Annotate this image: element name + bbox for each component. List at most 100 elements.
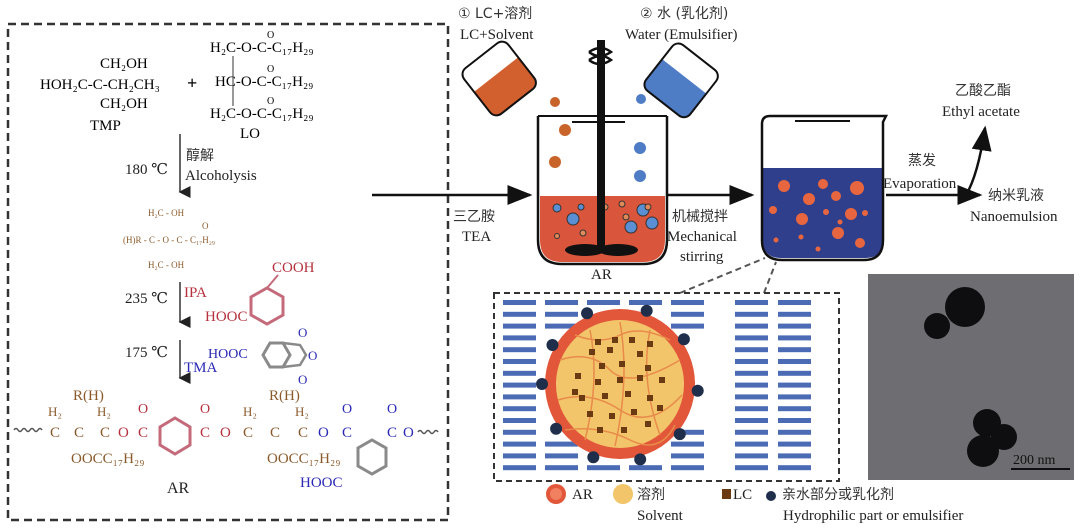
lc-bar — [671, 465, 704, 471]
lc-bar — [503, 347, 536, 353]
lc-bar — [671, 300, 704, 305]
emulsifier-dot — [677, 333, 690, 346]
ar-o-3: O — [318, 425, 329, 441]
ar-c-2: C — [74, 425, 84, 441]
ar-c-8: C — [298, 425, 308, 441]
lc-bar — [629, 300, 662, 305]
tea-label-en: TEA — [462, 229, 491, 245]
reaction-beaker — [536, 40, 669, 266]
lc-square — [631, 409, 637, 415]
legend-emulsifier-icon — [766, 491, 776, 501]
ethyl-label-cn: 乙酸乙酯 — [955, 83, 1011, 99]
ipa-left: HOOC — [205, 309, 248, 325]
lc-square — [609, 413, 615, 419]
ar-c-7: C — [270, 425, 280, 441]
step1-label-en: Alcoholysis — [185, 168, 257, 184]
tmp-top: CH₂OH — [100, 56, 148, 72]
lc-square — [595, 379, 601, 385]
lc-bar — [778, 394, 811, 400]
lc-square — [621, 427, 627, 433]
lc-bar — [735, 453, 768, 459]
step3-temp: 175 ℃ — [125, 345, 168, 361]
monoglyceride-structure: H₂C - OH O (H)R - C - O - C - C₁₇H₂₉ H₂C… — [123, 208, 215, 270]
lc-bar — [503, 453, 536, 459]
lc-square — [572, 389, 578, 395]
ar-ester-2: OOCC₁₇H₂₉ — [267, 451, 340, 467]
step2-header-cn: ② 水 (乳化剂) — [640, 6, 728, 22]
evap-label-en: Evaporation — [883, 176, 957, 192]
mg-top: H₂C - OH — [148, 208, 185, 218]
mg-carbonyl: O — [202, 221, 209, 231]
lc-square — [659, 377, 665, 383]
lc-bar — [735, 394, 768, 400]
lc-bar — [503, 382, 536, 388]
lc-bar — [735, 347, 768, 353]
ar-c-10: C — [387, 425, 397, 441]
lc-bar — [503, 418, 536, 423]
lc-bar — [778, 441, 811, 447]
lc-bar — [735, 300, 768, 305]
lc-square — [612, 337, 618, 343]
stir-label-en2: stirring — [680, 249, 724, 265]
nano-label-en: Nanoemulsion — [970, 209, 1058, 225]
lc-bar — [735, 429, 768, 435]
lc-square — [657, 405, 663, 411]
step1-temp: 180 ℃ — [125, 162, 168, 178]
lo-carbonyl-1: O — [267, 30, 274, 41]
lc-square — [637, 351, 643, 357]
lc-bar — [545, 465, 578, 471]
step3-label: TMA — [184, 360, 218, 376]
lo-carbonyl-3: O — [267, 96, 274, 107]
lc-bar — [503, 441, 536, 447]
lc-bar — [545, 311, 578, 317]
lc-bar — [735, 359, 768, 364]
legend: AR 溶剂 Solvent LC 亲水部分或乳化剂 Hydrophilic pa… — [546, 484, 963, 524]
plus-sign: + — [187, 73, 197, 93]
lc-bar — [778, 323, 811, 329]
legend-hydro-cn: 亲水部分或乳化剂 — [782, 487, 894, 503]
lc-bar — [503, 300, 536, 305]
lo-name: LO — [240, 126, 260, 142]
lc-bar — [671, 323, 704, 329]
ar-h2-4: H₂ — [295, 404, 309, 419]
ar-hooc: HOOC — [300, 475, 343, 491]
emulsifier-dot — [587, 451, 600, 464]
lc-bar — [735, 382, 768, 388]
lc-bar — [735, 370, 768, 376]
lc-bar — [503, 311, 536, 317]
evap-label-cn: 蒸发 — [908, 153, 936, 169]
lc-bar — [503, 359, 536, 364]
lc-square — [575, 373, 581, 379]
emulsifier-dot — [581, 307, 594, 320]
tma-o1: O — [298, 325, 307, 340]
legend-lc: LC — [733, 487, 752, 503]
scale-bar-label: 200 nm — [1013, 453, 1056, 468]
lc-bar — [587, 465, 620, 471]
ar-c-6: C — [243, 425, 253, 441]
legend-solvent-en: Solvent — [637, 508, 684, 524]
emulsion-beaker — [760, 114, 889, 262]
lo-row-1: H₂C-O-C-C₁₇H₂₉ — [210, 40, 314, 56]
lc-bar — [778, 429, 811, 435]
emulsifier-dot — [673, 428, 686, 441]
lc-square — [647, 341, 653, 347]
ar-c-5: C — [200, 425, 210, 441]
lo-carbonyl-2: O — [267, 64, 274, 75]
lc-bar — [545, 300, 578, 305]
pouring-beaker-water — [641, 42, 719, 121]
lc-bar — [503, 335, 536, 341]
ar-co-2: O — [200, 402, 210, 417]
lc-bar — [778, 370, 811, 376]
lc-bars — [503, 300, 811, 471]
ar-o-1: O — [118, 425, 129, 441]
lc-square — [645, 365, 651, 371]
tma-structure: HOOC O O O — [208, 325, 317, 387]
lc-square — [602, 393, 608, 399]
lc-square — [625, 391, 631, 397]
tma-left: HOOC — [208, 347, 248, 362]
step2-header-en: Water (Emulsifier) — [625, 27, 738, 43]
ar-c-3: C — [100, 425, 110, 441]
lc-bar — [778, 335, 811, 341]
lc-bar — [503, 465, 536, 471]
